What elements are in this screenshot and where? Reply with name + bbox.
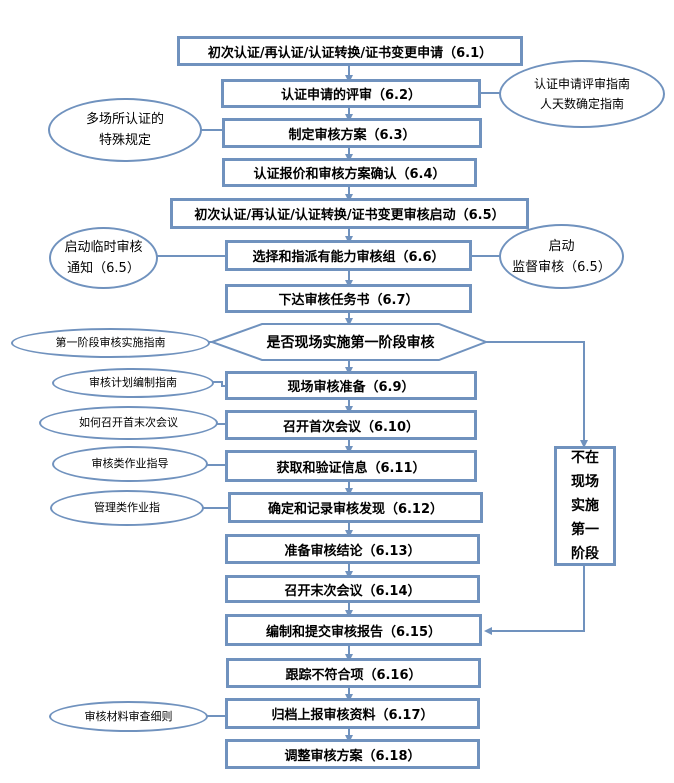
step-6-6-select-team: 选择和指派有能力审核组（6.6） — [225, 240, 472, 271]
step-label: 选择和指派有能力审核组（6.6） — [252, 250, 445, 265]
note-temp-audit: 启动临时审核 通知（6.5） — [49, 227, 158, 289]
step-6-9-onsite-prep: 现场审核准备（6.9） — [225, 371, 477, 400]
note-material-review: 审核材料审查细则 — [49, 701, 208, 732]
step-6-7-task-letter: 下达审核任务书（6.7） — [225, 284, 472, 313]
step-label: 初次认证/再认证/认证转换/证书变更审核启动（6.5） — [194, 208, 505, 223]
note-plan-guide: 审核计划编制指南 — [52, 368, 214, 398]
step-6-4-quotation-confirm: 认证报价和审核方案确认（6.4） — [222, 158, 477, 187]
step-label: 初次认证/再认证/认证转换/证书变更申请（6.1） — [207, 45, 493, 61]
note-audit-work-guide: 审核类作业指导 — [52, 446, 208, 482]
decision-label: 是否现场实施第一阶段审核 — [262, 324, 439, 360]
step-6-5-audit-start: 初次认证/再认证/认证转换/证书变更审核启动（6.5） — [170, 198, 529, 229]
branch-line: 不在 — [571, 450, 599, 466]
step-label: 召开首次会议（6.10） — [282, 419, 420, 435]
branch-line: 实施 — [571, 498, 599, 514]
step-6-16-nonconformity: 跟踪不符合项（6.16） — [226, 658, 481, 688]
step-label: 认证申请的评审（6.2） — [280, 88, 422, 103]
step-label: 编制和提交审核报告（6.15） — [265, 624, 442, 640]
note-line: 通知（6.5） — [67, 261, 140, 276]
decision-text: 是否现场实施第一阶段审核 — [266, 335, 435, 351]
note-line: 审核计划编制指南 — [89, 376, 177, 389]
note-connector-plan — [213, 381, 225, 387]
note-line: 第一阶段审核实施指南 — [55, 336, 166, 349]
decision-shape — [209, 323, 489, 361]
note-line: 审核类作业指导 — [91, 457, 169, 470]
note-line: 管理类作业指 — [94, 501, 160, 514]
step-6-15-audit-report: 编制和提交审核报告（6.15） — [225, 614, 482, 646]
note-application-review-guide: 认证申请评审指南 人天数确定指南 — [499, 60, 665, 128]
step-6-1-application: 初次认证/再认证/认证转换/证书变更申请（6.1） — [177, 36, 523, 66]
note-line: 特殊规定 — [98, 133, 151, 148]
note-line: 如何召开首末次会议 — [79, 416, 178, 429]
step-label: 确定和记录审核发现（6.12） — [267, 502, 444, 517]
note-line: 认证申请评审指南 — [533, 77, 630, 91]
note-line: 多场所认证的 — [85, 112, 164, 127]
step-6-10-opening-meeting: 召开首次会议（6.10） — [225, 410, 477, 440]
note-meeting-guide: 如何召开首末次会议 — [39, 406, 218, 440]
branch-line-to-not-onsite — [486, 341, 588, 448]
step-label: 认证报价和审核方案确认（6.4） — [253, 167, 446, 182]
step-label: 制定审核方案（6.3） — [288, 127, 416, 143]
step-label: 归档上报审核资料（6.17） — [271, 708, 434, 723]
note-mgmt-work-guide: 管理类作业指 — [50, 490, 204, 526]
note-line: 启动 — [548, 238, 575, 254]
note-line: 审核材料审查细则 — [84, 709, 173, 723]
step-6-17-archive: 归档上报审核资料（6.17） — [225, 698, 480, 729]
step-6-3-audit-program: 制定审核方案（6.3） — [222, 118, 482, 148]
step-6-13-conclusion: 准备审核结论（6.13） — [225, 534, 480, 564]
branch-line-to-report — [484, 566, 585, 635]
branch-line: 第一 — [571, 522, 599, 538]
branch-line: 现场 — [571, 474, 599, 490]
not-onsite-stage1-box: 不在 现场 实施 第一 阶段 — [554, 446, 616, 566]
step-6-14-closing-meeting: 召开末次会议（6.14） — [225, 575, 480, 603]
step-label: 下达审核任务书（6.7） — [278, 293, 419, 308]
note-supervision-audit: 启动 监督审核（6.5） — [499, 224, 624, 289]
note-line: 监督审核（6.5） — [512, 259, 611, 275]
note-stage1-guide: 第一阶段审核实施指南 — [11, 328, 210, 358]
step-6-2-application-review: 认证申请的评审（6.2） — [221, 79, 481, 108]
step-6-11-collect-verify: 获取和验证信息（6.11） — [225, 450, 477, 482]
step-label: 现场审核准备（6.9） — [287, 380, 415, 395]
step-label: 调整审核方案（6.18） — [284, 748, 421, 764]
step-label: 跟踪不符合项（6.16） — [285, 667, 422, 683]
branch-line: 阶段 — [571, 546, 599, 562]
note-line: 人天数确定指南 — [539, 97, 624, 111]
step-6-12-findings: 确定和记录审核发现（6.12） — [228, 492, 483, 523]
step-label: 获取和验证信息（6.11） — [276, 460, 426, 476]
step-label: 准备审核结论（6.13） — [284, 543, 421, 559]
step-label: 召开末次会议（6.14） — [284, 583, 421, 599]
note-multi-site: 多场所认证的 特殊规定 — [48, 98, 202, 162]
note-line: 启动临时审核 — [64, 240, 143, 255]
step-6-18-adjust-program: 调整审核方案（6.18） — [225, 739, 480, 769]
